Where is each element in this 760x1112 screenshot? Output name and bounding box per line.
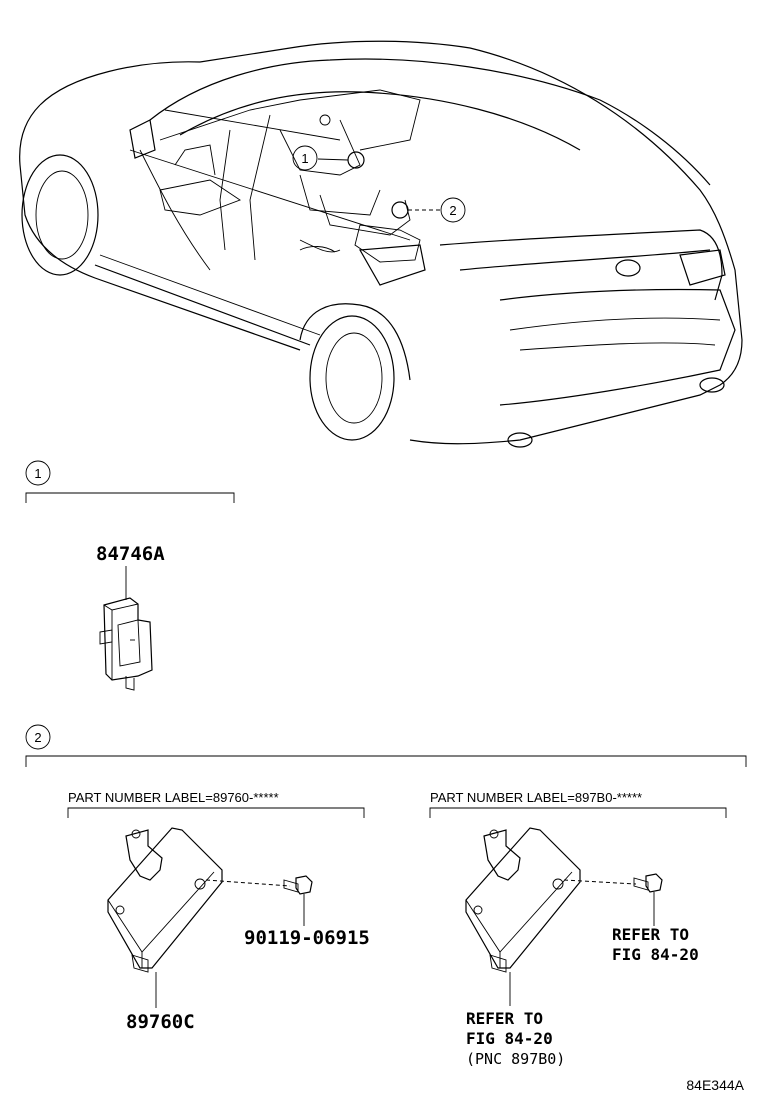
part-number-90119-06915: 90119-06915 [244,927,370,949]
switch-part-icon [99,597,153,691]
bolt-icon [283,875,313,895]
section-2-number: 2 [34,730,41,745]
module-refer-line1: REFER TO [466,1009,543,1028]
right-part-number-label: PART NUMBER LABEL=897B0-***** [430,790,642,805]
callout-1-marker: 1 [292,145,365,171]
module-refer-line3: (PNC 897B0) [466,1050,565,1068]
bolt-refer-line1: REFER TO [612,925,689,944]
callout-2-label: 2 [449,203,456,218]
control-module-icon-right [465,827,581,973]
module-refer-line2: FIG 84-20 [466,1029,553,1048]
bolt-refer-line2: FIG 84-20 [612,945,699,964]
car-illustration [19,40,743,448]
part-number-84746A: 84746A [96,543,165,565]
left-part-number-label: PART NUMBER LABEL=89760-***** [68,790,279,805]
left-group: PART NUMBER LABEL=89760-***** 90119-0691… [67,790,370,1033]
section-2: 2 PART NUMBER LABEL=89760-***** 9 [25,724,747,1068]
callout-1-label: 1 [301,151,308,166]
section-1: 1 84746A [25,460,235,691]
callout-2-marker: 2 [391,197,466,223]
figure-code: 84E344A [686,1077,744,1093]
right-group: PART NUMBER LABEL=897B0-***** REFER TO F… [429,790,727,1068]
part-number-89760C: 89760C [126,1011,195,1033]
bolt-icon-right [633,873,663,893]
control-module-icon [107,827,223,973]
section-1-number: 1 [34,466,41,481]
